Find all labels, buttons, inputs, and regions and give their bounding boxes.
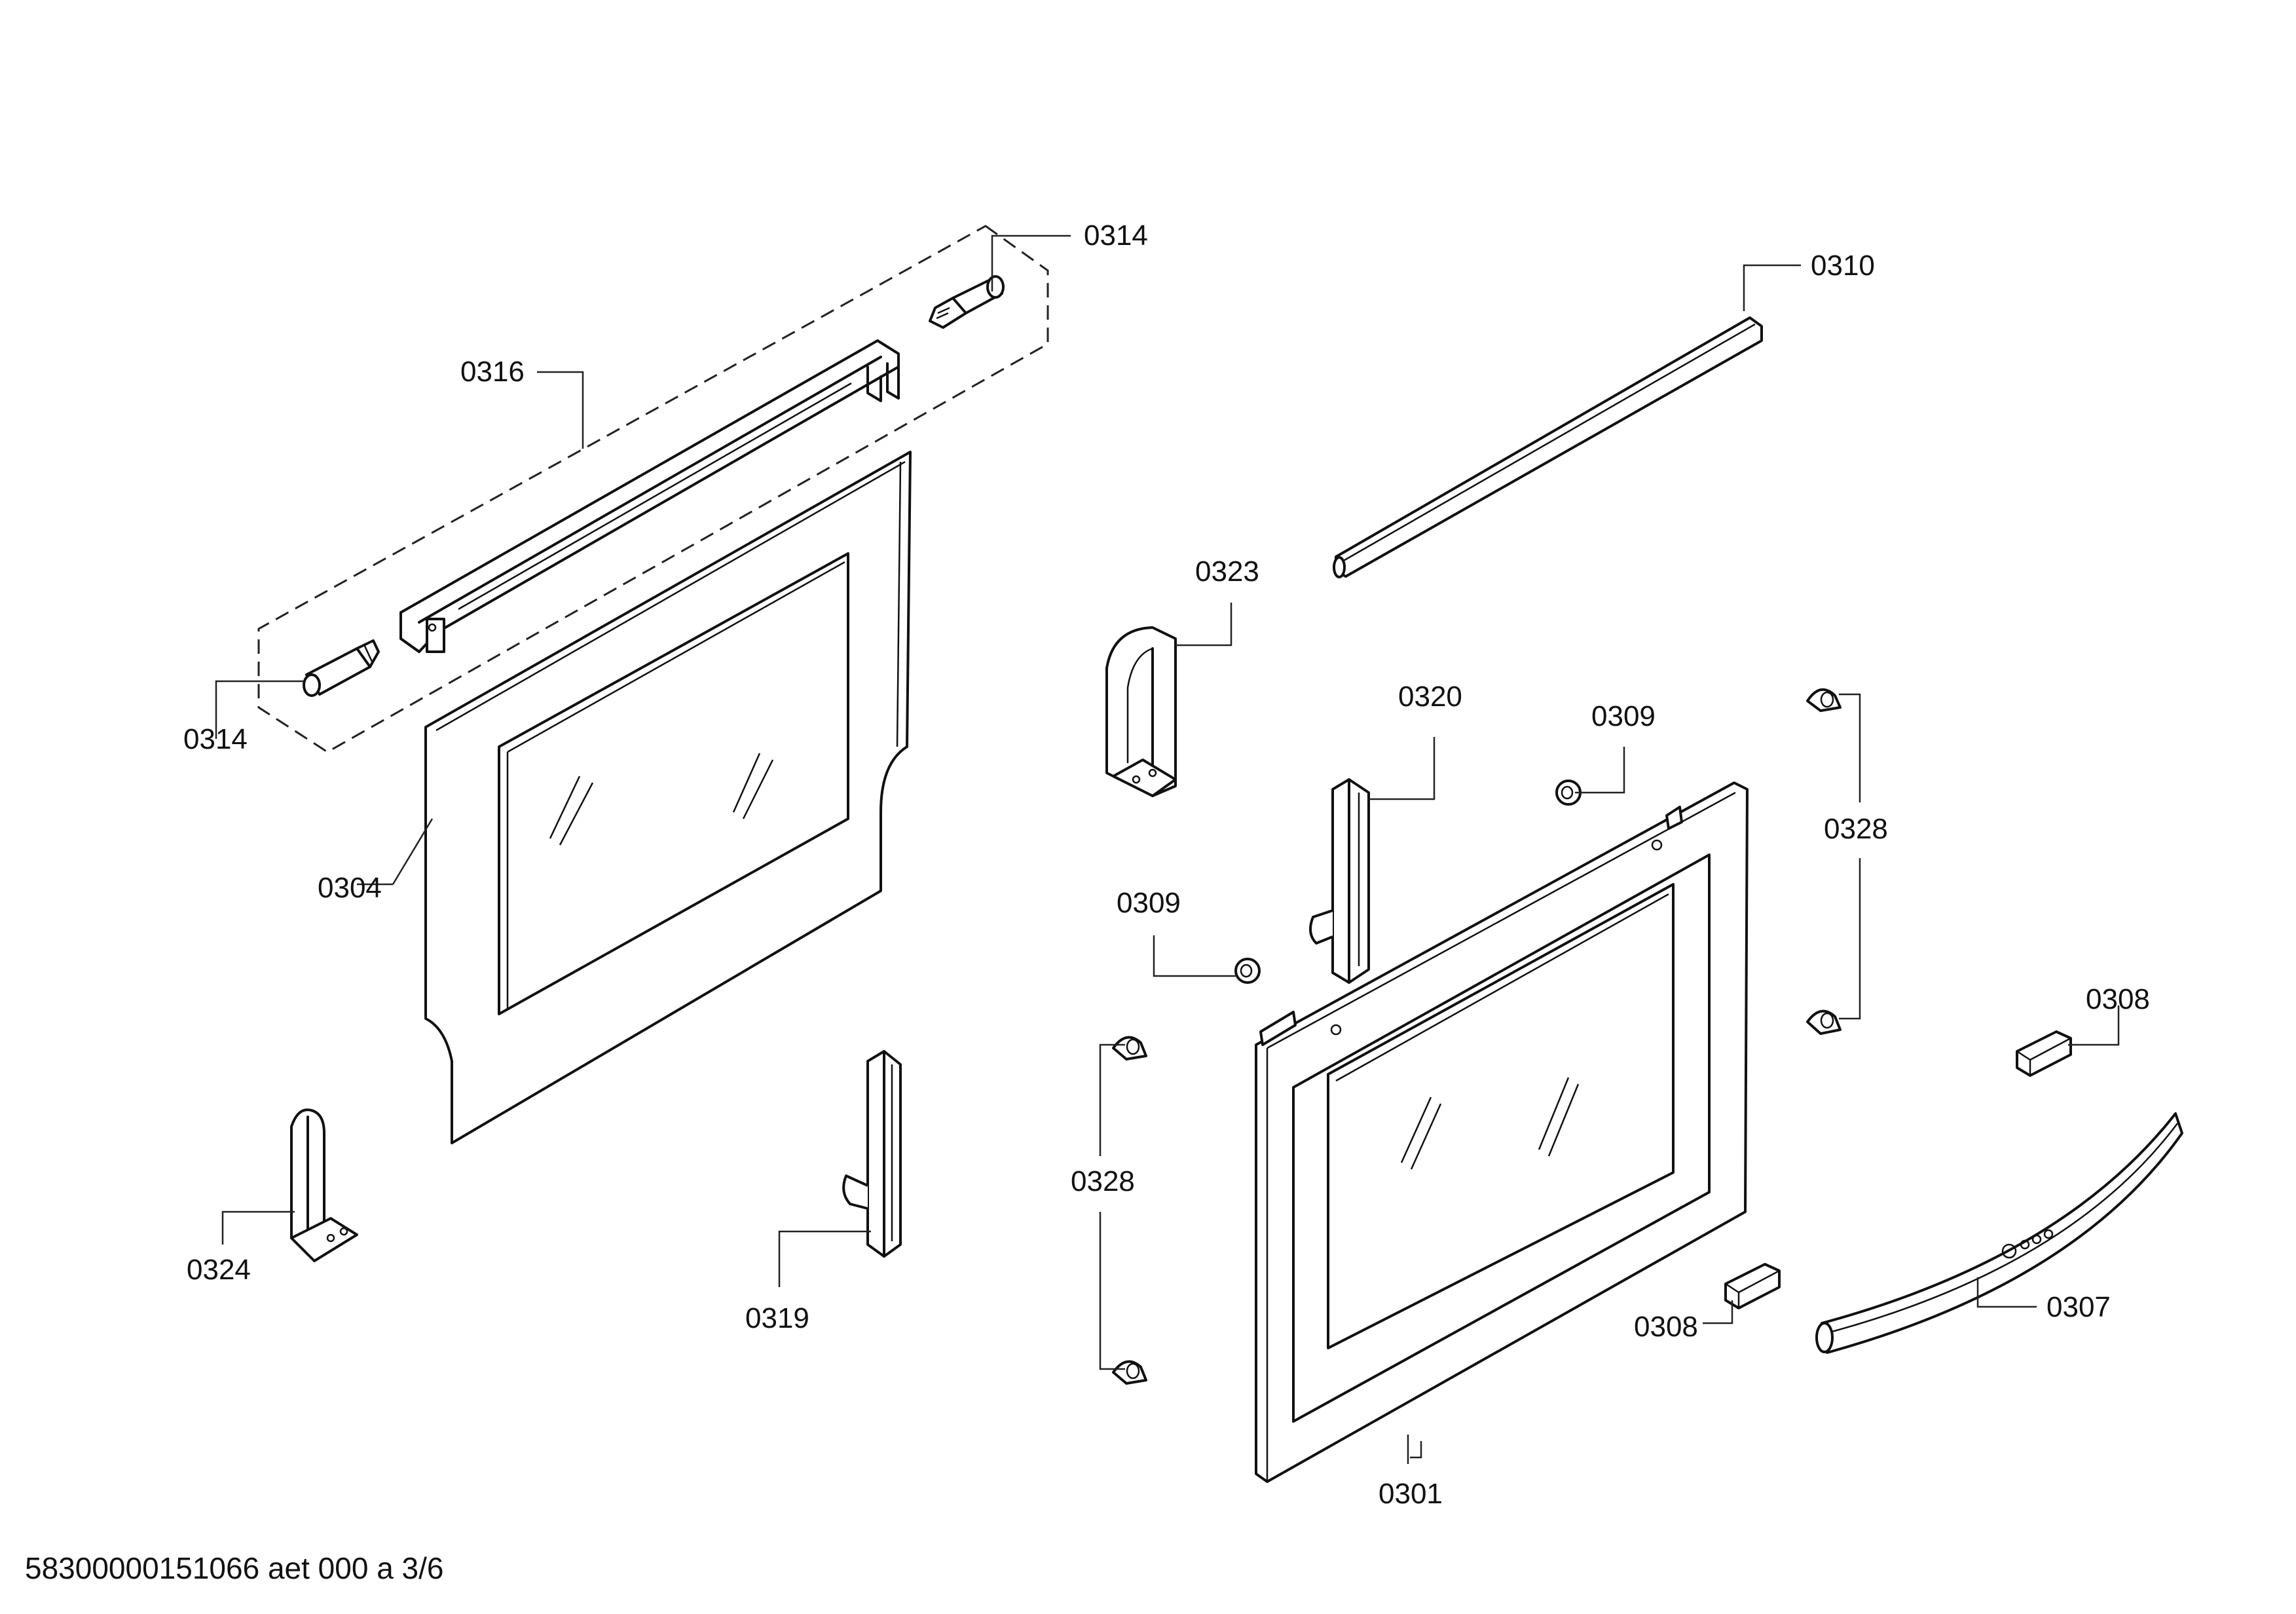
part-0320-hinge	[1309, 778, 1370, 984]
document-code: 58300000151066 aet 000 a 3/6	[25, 1551, 444, 1585]
part-0323-bracket	[1105, 626, 1177, 797]
part-0328-bumper-left-top	[1112, 1036, 1147, 1060]
part-0328-bumper-left-bottom	[1112, 1360, 1147, 1385]
label-0328-left: 0328	[1071, 1165, 1135, 1197]
part-0308-clip-top	[2016, 1030, 2072, 1077]
part-0307-handle	[1815, 1112, 2183, 1354]
part-0309-nut-right	[1555, 779, 1582, 806]
label-0308-bottom: 0308	[1634, 1311, 1698, 1343]
label-0314-left: 0314	[183, 723, 248, 755]
part-0304-glass-panel	[424, 451, 912, 1144]
part-0309-nut-left	[1234, 958, 1261, 984]
part-0324-bracket	[290, 1108, 358, 1262]
label-0301: 0301	[1379, 1478, 1443, 1510]
label-0304: 0304	[318, 872, 382, 904]
part-0314-left-pin	[303, 639, 380, 697]
part-0308-clip-bottom	[1724, 1263, 1781, 1309]
label-0309-right: 0309	[1591, 700, 1656, 732]
label-0316: 0316	[460, 356, 525, 388]
label-0324: 0324	[187, 1254, 251, 1286]
label-0328-right: 0328	[1824, 813, 1888, 845]
label-0307: 0307	[2046, 1291, 2111, 1323]
assembly-group-outline	[257, 225, 1049, 753]
part-0319-hinge	[842, 1050, 902, 1258]
leader-lines	[215, 235, 2120, 1464]
part-0310-trim-strip	[1333, 316, 1763, 578]
label-0323: 0323	[1195, 555, 1259, 588]
part-0328-bumper-right-top	[1806, 688, 1842, 712]
part-0328-bumper-right-bottom	[1806, 1009, 1842, 1035]
label-0319: 0319	[745, 1302, 809, 1334]
part-0316-hinge-bar	[399, 339, 900, 653]
label-0309-left: 0309	[1117, 887, 1181, 919]
label-0320: 0320	[1398, 681, 1462, 713]
part-labels: 0314 0314 0316 0310 0323 0320 0309 0309 …	[183, 219, 2150, 1510]
part-0301-outer-door	[1255, 781, 1749, 1483]
label-0310: 0310	[1811, 250, 1875, 282]
label-0308-top: 0308	[2086, 983, 2150, 1015]
label-0314-top: 0314	[1084, 219, 1148, 252]
